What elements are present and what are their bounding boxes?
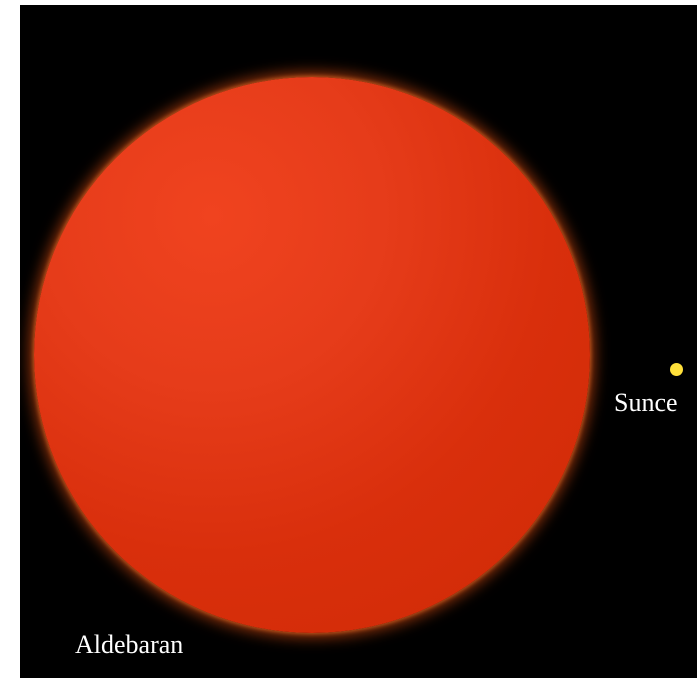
sun-label: Sunce bbox=[614, 388, 678, 417]
aldebaran-label: Aldebaran bbox=[75, 630, 184, 659]
sun-star bbox=[670, 363, 683, 376]
diagram-canvas: Aldebaran Sunce bbox=[20, 5, 697, 678]
aldebaran-star bbox=[34, 77, 590, 633]
